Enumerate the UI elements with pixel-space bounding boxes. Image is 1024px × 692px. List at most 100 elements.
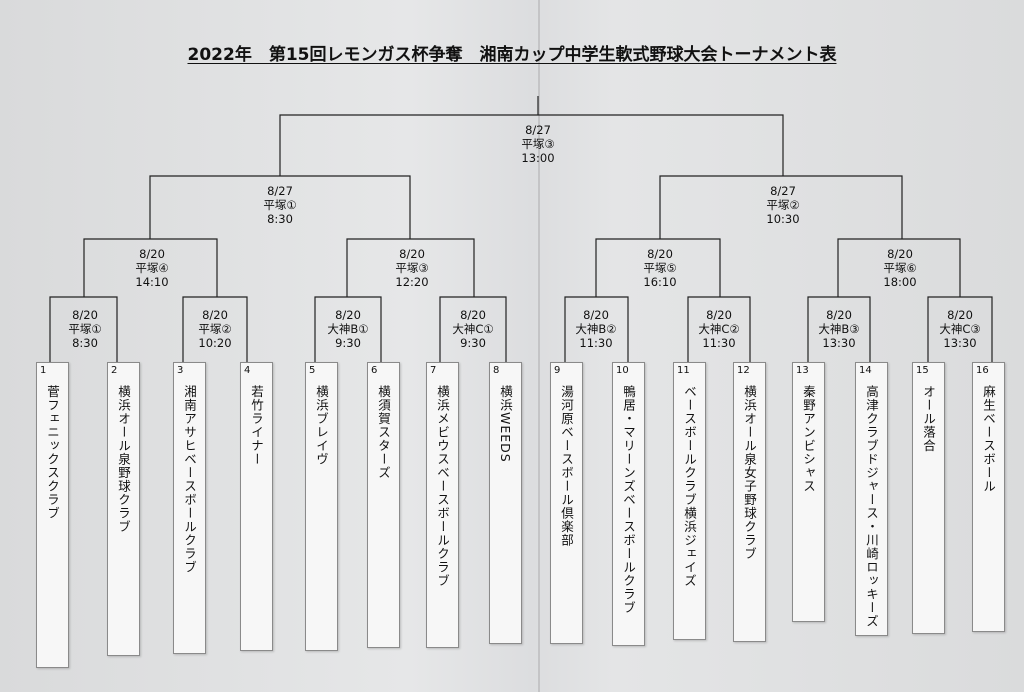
team-number: 7 — [430, 365, 437, 376]
match-date: 8/20 — [335, 308, 361, 322]
team-name: 横浜ブレイヴ — [314, 385, 329, 466]
page-title-text: 2022年 第15回レモンガス杯争奪 湘南カップ中学生軟式野球大会トーナメント表 — [187, 45, 837, 65]
team-number: 2 — [111, 365, 118, 376]
match-date: 8/20 — [826, 308, 852, 322]
match-time: 16:10 — [643, 275, 677, 289]
match-date: 8/20 — [947, 308, 973, 322]
match-time: 18:00 — [883, 275, 917, 289]
match-label-r2-4: 8/20 平塚⑥ 18:00 — [860, 247, 940, 289]
match-date: 8/20 — [647, 247, 673, 261]
page-title: 2022年 第15回レモンガス杯争奪 湘南カップ中学生軟式野球大会トーナメント表 — [0, 40, 1024, 65]
team-name: 横浜WEEDS — [498, 385, 513, 463]
match-label-r2-3: 8/20 平塚⑤ 16:10 — [620, 247, 700, 289]
team-name: 横須賀スターズ — [376, 385, 391, 480]
match-label-final: 8/27 平塚③ 13:00 — [498, 123, 578, 165]
match-venue: 平塚② — [198, 322, 232, 336]
match-label-r1-7: 8/20 大神B③ 13:30 — [799, 308, 879, 350]
team-number: 12 — [737, 365, 750, 376]
team-strip-10: 10 鴨居・マリーンズベースボールクラブ — [612, 362, 645, 646]
bracket-line-r1-3 — [314, 296, 382, 365]
team-number: 13 — [796, 365, 809, 376]
match-label-semi-1: 8/27 平塚① 8:30 — [240, 184, 320, 226]
team-number: 10 — [616, 365, 629, 376]
match-label-r2-1: 8/20 平塚④ 14:10 — [112, 247, 192, 289]
match-time: 8:30 — [72, 336, 98, 350]
team-strip-7: 7 横浜メビウスベースボールクラブ — [426, 362, 459, 648]
team-number: 11 — [677, 365, 690, 376]
bracket-line-r1-4 — [439, 296, 507, 365]
match-label-r1-1: 8/20 平塚① 8:30 — [45, 308, 125, 350]
team-strip-15: 15 オール落合 — [912, 362, 945, 634]
team-number: 6 — [371, 365, 378, 376]
match-time: 13:30 — [822, 336, 856, 350]
match-date: 8/20 — [706, 308, 732, 322]
match-label-r1-6: 8/20 大神C② 11:30 — [679, 308, 759, 350]
match-label-semi-2: 8/27 平塚② 10:30 — [743, 184, 823, 226]
match-time: 9:30 — [335, 336, 361, 350]
match-date: 8/20 — [72, 308, 98, 322]
match-date: 8/20 — [139, 247, 165, 261]
match-label-r1-4: 8/20 大神C① 9:30 — [433, 308, 513, 350]
match-label-r2-2: 8/20 平塚③ 12:20 — [372, 247, 452, 289]
team-name: 湯河原ベースボール倶楽部 — [559, 385, 574, 547]
match-venue: 平塚③ — [395, 261, 429, 275]
bracket-line-semi-2 — [659, 175, 903, 239]
team-strip-4: 4 若竹ライナー — [240, 362, 273, 651]
team-number: 9 — [554, 365, 561, 376]
team-name: ベースボールクラブ横浜ジェイズ — [682, 385, 697, 588]
team-strip-8: 8 横浜WEEDS — [489, 362, 522, 644]
match-time: 12:20 — [395, 275, 429, 289]
team-name: 高津クラブドジャース・川崎ロッキーズ — [864, 385, 879, 628]
bracket-line-r2-4 — [837, 238, 961, 297]
match-venue: 平塚① — [263, 198, 297, 212]
team-strip-1: 1 菅フェニックスクラブ — [36, 362, 69, 668]
team-strip-5: 5 横浜ブレイヴ — [305, 362, 338, 651]
match-time: 14:10 — [135, 275, 169, 289]
team-number: 4 — [244, 365, 251, 376]
team-number: 15 — [916, 365, 929, 376]
match-venue: 大神C② — [698, 322, 740, 336]
team-name: 若竹ライナー — [249, 385, 264, 466]
team-name: 鴨居・マリーンズベースボールクラブ — [621, 385, 636, 615]
match-label-r1-2: 8/20 平塚② 10:20 — [175, 308, 255, 350]
team-number: 3 — [177, 365, 184, 376]
team-strip-6: 6 横須賀スターズ — [367, 362, 400, 648]
match-venue: 大神C① — [452, 322, 494, 336]
match-date: 8/20 — [460, 308, 486, 322]
team-number: 14 — [859, 365, 872, 376]
match-venue: 大神B① — [327, 322, 369, 336]
team-strip-13: 13 秦野アンビシャス — [792, 362, 825, 622]
match-time: 9:30 — [460, 336, 486, 350]
match-date: 8/27 — [525, 123, 551, 137]
match-venue: 大神B② — [575, 322, 617, 336]
team-strip-12: 12 横浜オール泉女子野球クラブ — [733, 362, 766, 642]
match-time: 8:30 — [267, 212, 293, 226]
match-venue: 大神C③ — [939, 322, 981, 336]
match-time: 13:30 — [943, 336, 977, 350]
team-name: 秦野アンビシャス — [801, 385, 816, 493]
team-number: 5 — [309, 365, 316, 376]
match-date: 8/20 — [202, 308, 228, 322]
match-venue: 平塚③ — [521, 137, 555, 151]
match-venue: 平塚④ — [135, 261, 169, 275]
match-time: 11:30 — [579, 336, 613, 350]
team-name: 湘南アサヒベースボールクラブ — [182, 385, 197, 574]
match-venue: 平塚② — [766, 198, 800, 212]
team-name: 麻生ベースボール — [981, 385, 996, 493]
team-number: 1 — [40, 365, 47, 376]
team-strip-16: 16 麻生ベースボール — [972, 362, 1005, 632]
team-name: 菅フェニックスクラブ — [45, 385, 60, 520]
match-time: 10:30 — [766, 212, 800, 226]
match-time: 11:30 — [702, 336, 736, 350]
team-strip-9: 9 湯河原ベースボール倶楽部 — [550, 362, 583, 644]
bracket-line-r1-6 — [687, 296, 751, 365]
paper-fold — [538, 0, 540, 692]
match-venue: 平塚① — [68, 322, 102, 336]
match-time: 10:20 — [198, 336, 232, 350]
team-number: 16 — [976, 365, 989, 376]
match-date: 8/20 — [887, 247, 913, 261]
bracket-line-final — [279, 114, 784, 176]
match-label-r1-5: 8/20 大神B② 11:30 — [556, 308, 636, 350]
